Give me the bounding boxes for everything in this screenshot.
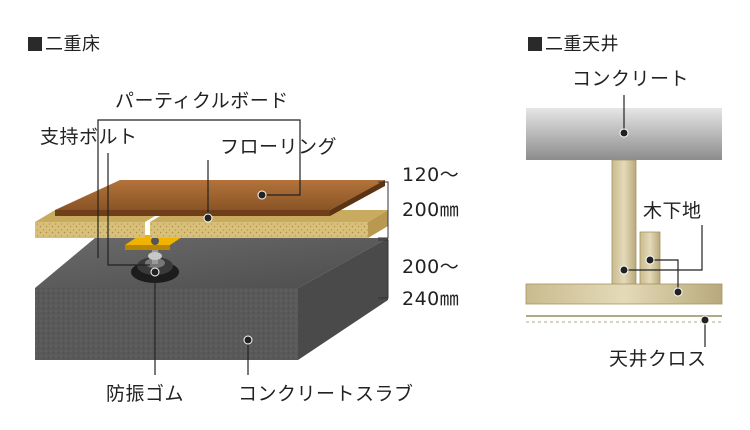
label-flooring: フローリング <box>220 136 338 158</box>
label-support-bolt: 支持ボルト <box>40 126 138 148</box>
double-ceiling-title: 二重天井 <box>528 36 619 54</box>
right-leader-dots <box>619 128 710 325</box>
dimension-brackets <box>378 181 389 299</box>
wood-base <box>525 283 723 305</box>
support-bolt <box>148 240 162 264</box>
ceiling-cloth <box>526 315 722 323</box>
label-particle-board: パーティクルボード <box>115 90 289 112</box>
leader-dots <box>150 190 267 345</box>
label-concrete-slab: コンクリートスラブ <box>238 383 414 405</box>
dimension-lower-unit: 240㎜ <box>402 288 460 310</box>
concrete-slab-side <box>298 238 388 360</box>
dimension-upper-value: 120〜 <box>402 164 460 186</box>
square-bullet-icon <box>28 37 42 51</box>
dimension-lower-value: 200〜 <box>402 256 460 278</box>
label-anti-vibration-rubber: 防振ゴム <box>106 383 185 405</box>
left-leader-lines <box>97 119 301 375</box>
double-floor-title-text: 二重床 <box>45 34 101 55</box>
flooring <box>55 180 385 216</box>
concrete-slab-top <box>35 238 388 288</box>
wood-hanger <box>611 159 661 287</box>
label-concrete: コンクリート <box>572 68 690 90</box>
label-ceiling-cloth: 天井クロス <box>609 348 707 370</box>
concrete-slab-front <box>35 288 298 360</box>
dimension-upper-unit: 200㎜ <box>402 199 460 221</box>
concrete-slab <box>35 238 388 360</box>
label-wood-base: 木下地 <box>643 200 702 222</box>
double-floor-title: 二重床 <box>28 36 101 54</box>
double-ceiling-title-text: 二重天井 <box>545 34 619 55</box>
square-bullet-icon <box>528 37 542 51</box>
